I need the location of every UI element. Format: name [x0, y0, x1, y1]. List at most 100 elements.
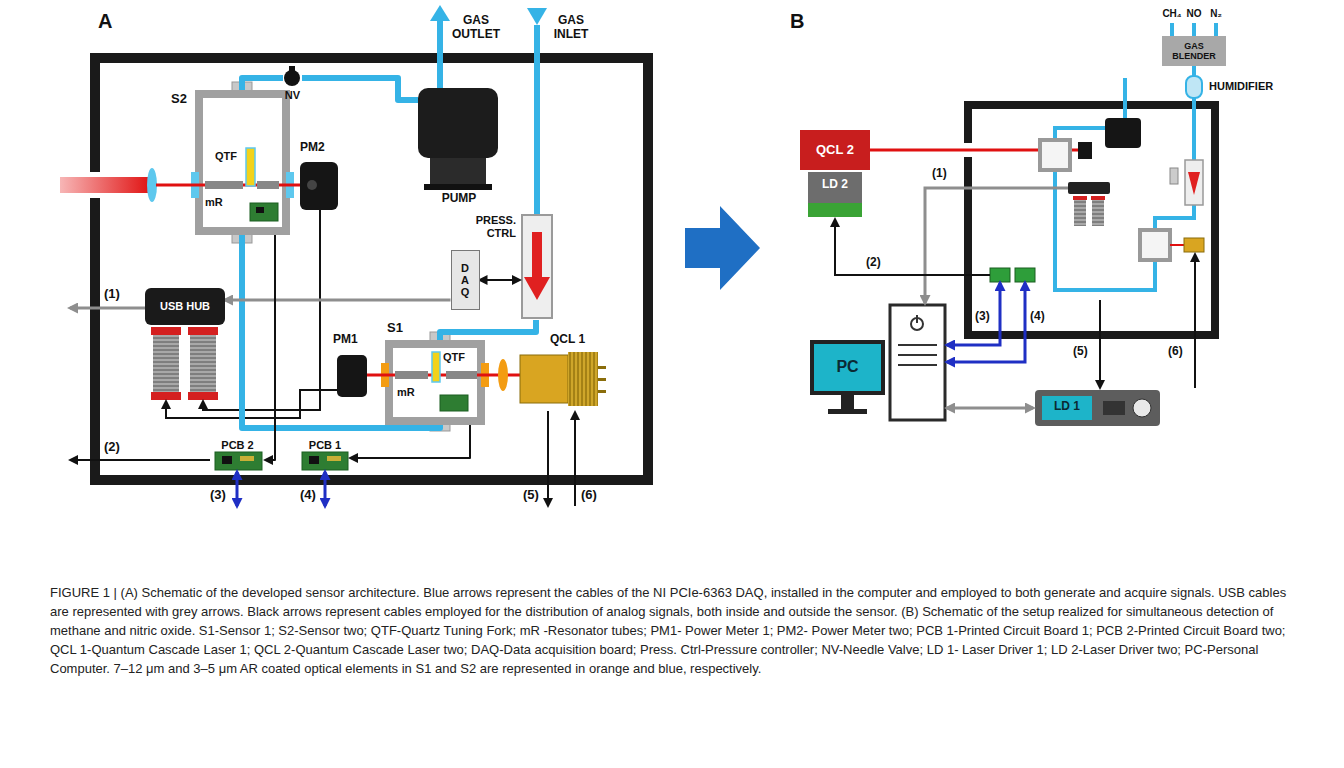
node-label: QCL 1: [550, 333, 585, 347]
callout-number: (4): [300, 488, 316, 503]
node-label: mR: [205, 196, 223, 209]
pump: PUMP: [418, 70, 508, 215]
gas-outlet-pipe: [430, 5, 450, 88]
mini-components: [1068, 182, 1110, 194]
laser-beam-input: [147, 168, 157, 202]
quantum-cascade-laser-1: [598, 378, 606, 381]
node-label: LD 2: [808, 178, 862, 192]
node-body: USB HUB: [145, 288, 225, 325]
sensor-chamber-s1: [432, 352, 440, 382]
pcb-board: [309, 456, 319, 464]
node-label: PUMP: [418, 192, 500, 206]
gas-pipe: [302, 78, 418, 100]
laser-driver: LD 2: [808, 172, 862, 217]
mini-components: [1040, 140, 1070, 170]
computer-tower: [898, 364, 937, 366]
quantum-cascade-laser-1: [598, 366, 606, 369]
node-label: QTF: [215, 150, 237, 163]
node-label: PRESS. CTRL: [470, 214, 516, 239]
node-label: S2: [171, 92, 187, 107]
quantum-cascade-laser-1: [598, 390, 606, 393]
node-body: DAQ: [452, 251, 479, 309]
sensor-chamber-s2: [246, 148, 255, 186]
sensor-chamber-s1: [440, 395, 468, 411]
node-label: GAS BLENDER: [1165, 41, 1223, 62]
transition-arrow: [685, 206, 760, 290]
callout-number: (2): [866, 256, 881, 270]
pressure-controller: [532, 232, 542, 277]
gas-blender: GAS BLENDER: [1162, 36, 1226, 66]
laser-driver: LD 1: [1035, 390, 1160, 426]
power-meter-2: [300, 162, 338, 210]
gas-line: [1192, 23, 1196, 36]
gas-inlet-pipe: [527, 8, 547, 215]
power-meter: PM1: [337, 355, 367, 397]
mini-components: [990, 268, 1010, 282]
panel-letter: B: [790, 10, 804, 33]
mini-components: [1184, 238, 1204, 252]
computer-tower: [916, 315, 918, 323]
pcb-board: [215, 452, 348, 470]
laser-driver-body: [1133, 399, 1151, 417]
panel-letter: A: [98, 10, 112, 33]
power-meter: PM2: [300, 160, 340, 212]
laser-driver-body: [1103, 401, 1125, 415]
monitor: PC: [810, 340, 885, 395]
cable-b: [835, 219, 990, 275]
pump: [424, 184, 492, 190]
gas-pipe: [440, 320, 536, 340]
pcb: PCB 2: [210, 435, 265, 471]
mini-components: [1140, 230, 1170, 260]
power-meter-1: [337, 355, 367, 397]
sensor-chamber-s1: [367, 332, 520, 431]
sensor-chamber-s2: [199, 94, 286, 231]
callout-number: (6): [1168, 345, 1183, 359]
humidifier-capsule: [1186, 76, 1202, 98]
port-label: GAS OUTLET: [450, 14, 502, 42]
sensor-enclosure: [968, 105, 1215, 335]
node-label: DAQ: [460, 262, 471, 298]
needle-valve: [284, 70, 300, 86]
computer-tower: [890, 305, 945, 420]
analog-wire: [265, 235, 275, 460]
node-label: PM2: [300, 141, 325, 155]
callout-number: (2): [104, 440, 120, 455]
mini-components: [1092, 198, 1104, 226]
mini-components: [1170, 168, 1178, 184]
daq-cable: [237, 472, 325, 506]
laser-beam-input: [60, 177, 152, 193]
pcb-board: [215, 452, 262, 470]
usb-cable: [70, 307, 145, 310]
power-meter-2: [300, 162, 338, 210]
usb-converter: [188, 392, 218, 400]
analog-wire: [480, 279, 521, 281]
pcb-board: [222, 456, 232, 464]
analog-wire: [574, 412, 576, 506]
node-label: mR: [397, 386, 415, 399]
pump: [418, 88, 498, 190]
mini-components: [1091, 196, 1105, 200]
needle-valve: NV: [283, 68, 302, 104]
node-body: QCL 2: [800, 130, 870, 170]
mini-components: [1185, 160, 1203, 205]
sensor-chamber-s1: [498, 359, 508, 391]
daq-cable: [324, 472, 327, 506]
gas-inlet-pipe: [527, 8, 547, 25]
sensor-chamber-s2: [156, 82, 300, 243]
sensor-chamber: S1QTFmR: [385, 340, 485, 425]
gas-pipe: [242, 78, 283, 90]
gas-label: NO: [1184, 8, 1204, 20]
sensor-chamber: S2QTFmR: [195, 90, 290, 235]
gas-line: [1214, 23, 1218, 36]
node-label: NV: [280, 89, 305, 102]
gas-line: [1192, 98, 1196, 160]
mini-components: [1188, 172, 1200, 195]
node-label: LD 1: [1042, 400, 1092, 414]
callout-number: (3): [975, 310, 990, 324]
sensor-chamber-s1: [367, 374, 520, 377]
gas-outlet-pipe: [430, 5, 450, 21]
laser-beam-input: [60, 168, 157, 202]
cable-b: [947, 407, 1033, 410]
power-meter-2: [307, 180, 317, 190]
